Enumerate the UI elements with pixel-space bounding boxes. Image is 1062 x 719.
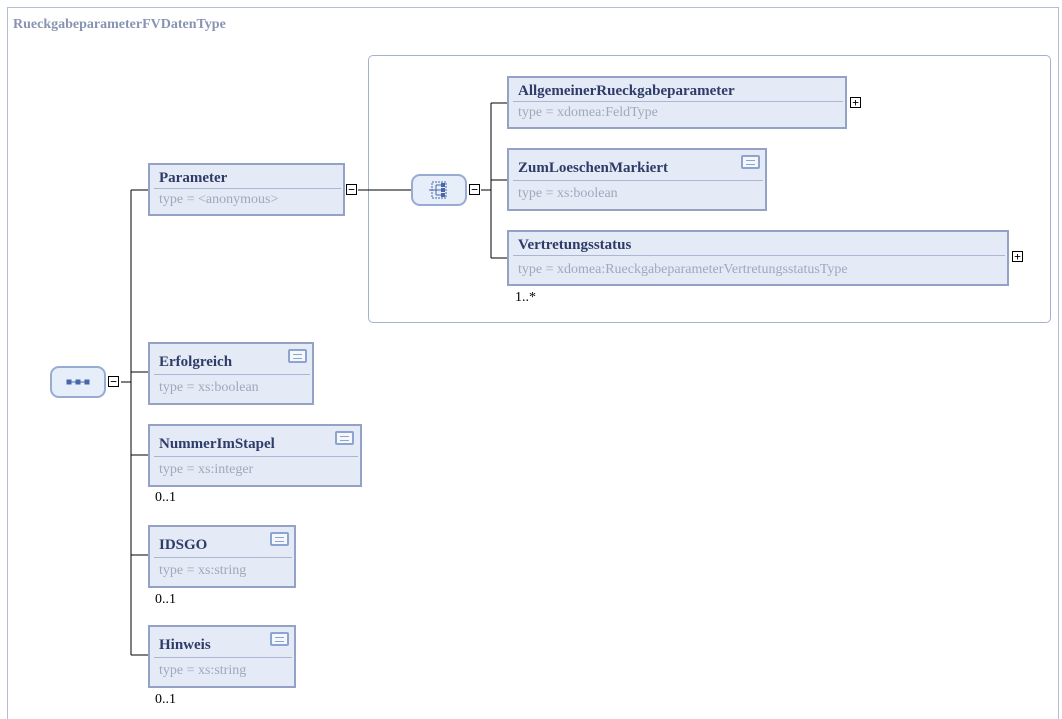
element-nummer-im-stapel[interactable]: NummerImStapel type = xs:integer [148,424,362,487]
element-separator [513,101,843,102]
element-parameter[interactable]: Parameter type = <anonymous> [148,163,345,216]
allgemeiner-expand-toggle[interactable]: + [850,97,861,108]
element-separator [154,374,310,375]
element-separator [154,456,358,457]
cardinality-label: 0..1 [155,592,176,607]
sequence-compositor[interactable] [50,366,106,398]
element-name: Hinweis [159,637,211,653]
element-type: type = xs:string [159,563,247,578]
sequence-icon [66,379,90,385]
element-hinweis[interactable]: Hinweis type = xs:string [148,625,296,688]
element-name: IDSGO [159,537,208,553]
element-name: Parameter [159,170,228,186]
element-type: type = xs:integer [159,462,254,477]
vertretungsstatus-expand-toggle[interactable]: + [1012,251,1023,262]
element-separator [154,557,292,558]
element-type: type = xs:boolean [159,380,259,395]
element-vertretungsstatus[interactable]: Vertretungsstatus type = xdomea:Rueckgab… [507,230,1009,286]
element-zum-loeschen-markiert[interactable]: ZumLoeschenMarkiert type = xs:boolean [507,148,767,211]
element-idsgo[interactable]: IDSGO type = xs:string [148,525,296,588]
element-type: type = xs:boolean [518,186,618,201]
element-name: AllgemeinerRueckgabeparameter [518,83,735,99]
element-type: type = <anonymous> [159,192,279,207]
element-type: type = xdomea:RueckgabeparameterVertretu… [518,262,848,277]
choice-icon [429,181,447,199]
choice-compositor[interactable] [411,174,467,206]
cardinality-label: 0..1 [155,490,176,505]
element-separator [154,657,292,658]
element-allgemeiner-rueckgabeparameter[interactable]: AllgemeinerRueckgabeparameter type = xdo… [507,76,847,129]
parameter-collapse-toggle[interactable]: − [346,184,357,195]
element-name: Erfolgreich [159,354,233,370]
cardinality-label: 1..* [515,290,536,305]
cardinality-label: 0..1 [155,692,176,707]
documentation-icon [270,532,289,546]
root-collapse-toggle[interactable]: − [108,376,119,387]
element-erfolgreich[interactable]: Erfolgreich type = xs:boolean [148,342,314,405]
element-separator [513,180,763,181]
documentation-icon [741,155,760,169]
element-type: type = xs:string [159,663,247,678]
element-separator [154,188,341,189]
documentation-icon [288,349,307,363]
diagram-title: RueckgabeparameterFVDatenType [13,17,226,32]
documentation-icon [270,632,289,646]
choice-collapse-toggle[interactable]: − [469,184,480,195]
element-name: Vertretungsstatus [518,237,632,253]
element-type: type = xdomea:FeldType [518,105,658,120]
documentation-icon [335,431,354,445]
element-name: NummerImStapel [159,436,275,452]
element-separator [513,255,1005,256]
element-name: ZumLoeschenMarkiert [518,160,668,176]
diagram-frame [7,7,1059,719]
